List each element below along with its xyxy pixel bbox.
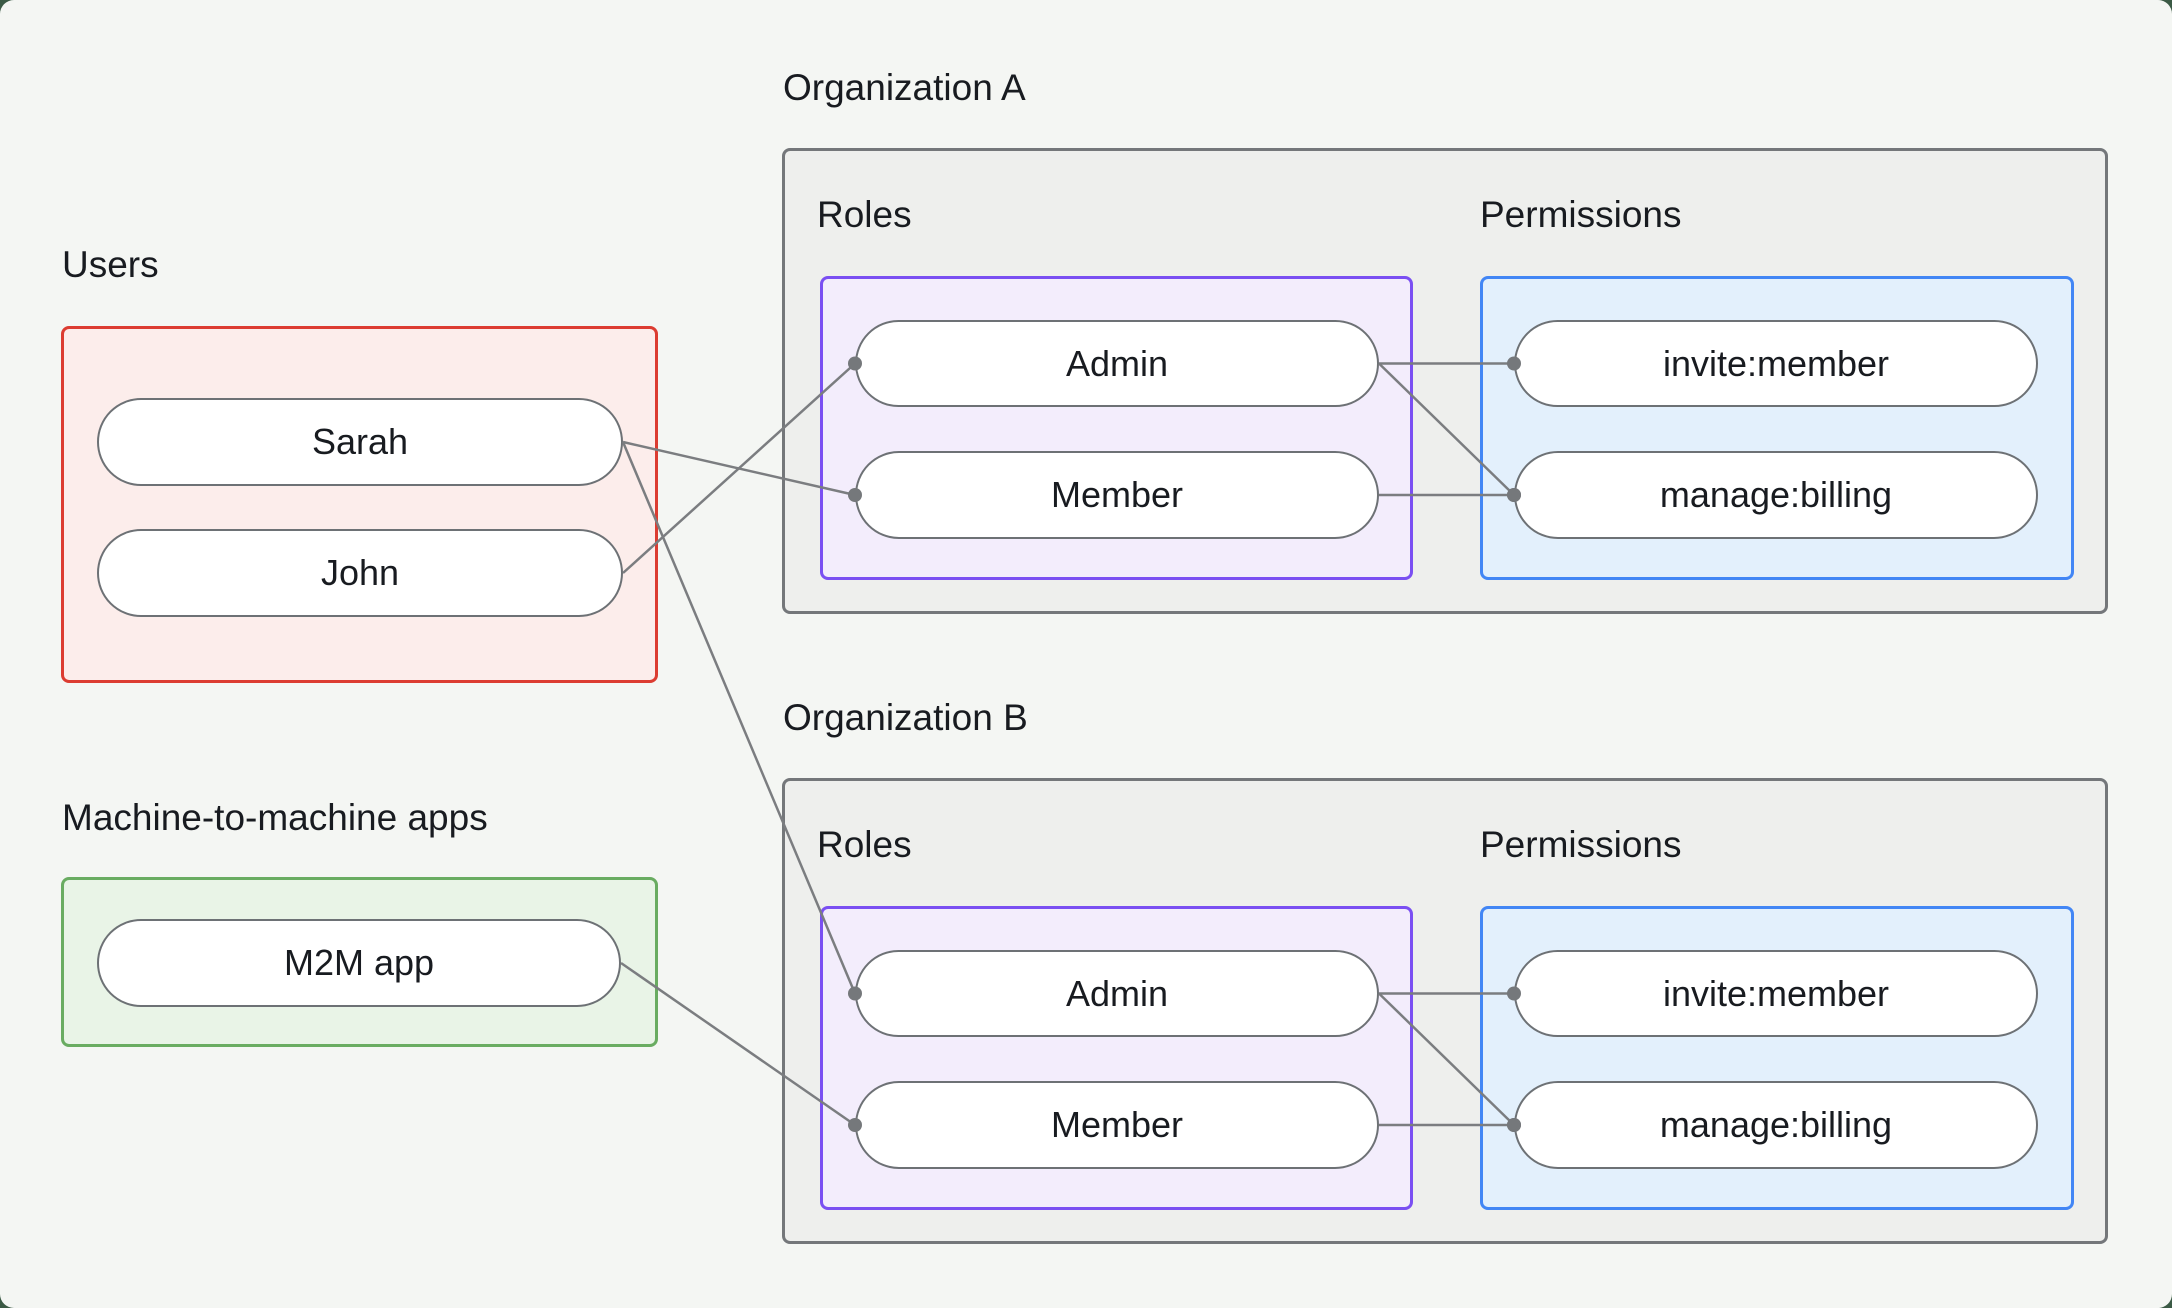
org-b-permissions-label: Permissions <box>1480 824 1682 865</box>
org-a-roles-label: Roles <box>817 194 912 235</box>
pill-manage-b: manage:billing <box>1514 1081 2038 1169</box>
users-group-label: Users <box>62 244 159 285</box>
pill-member-b-label: Member <box>1050 1104 1184 1145</box>
pill-john-label: John <box>320 552 400 593</box>
pill-admin-b: Admin <box>855 950 1379 1037</box>
pill-invite-b: invite:member <box>1514 950 2038 1037</box>
pill-invite-a-label: invite:member <box>1662 342 1890 384</box>
org-a-permissions-label: Permissions <box>1480 194 1682 235</box>
m2m-group-label: Machine-to-machine apps <box>62 797 488 838</box>
org-b-roles-label: Roles <box>817 824 912 865</box>
pill-invite-b-label: invite:member <box>1662 972 1890 1014</box>
pill-manage-b-label: manage:billing <box>1659 1104 1893 1145</box>
pill-admin-b-label: Admin <box>1065 972 1169 1014</box>
pill-m2m: M2M app <box>97 919 621 1007</box>
pill-m2m-label: M2M app <box>283 942 435 983</box>
pill-member-a-label: Member <box>1050 474 1184 515</box>
pill-john: John <box>97 529 623 617</box>
users-box <box>61 326 658 683</box>
pill-invite-a: invite:member <box>1514 320 2038 407</box>
org-b-title: Organization B <box>783 697 1028 738</box>
pill-member-b: Member <box>855 1081 1379 1169</box>
pill-sarah: Sarah <box>97 398 623 486</box>
pill-sarah-label: Sarah <box>311 421 409 462</box>
pill-admin-a-label: Admin <box>1065 342 1169 384</box>
pill-manage-a: manage:billing <box>1514 451 2038 539</box>
pill-member-a: Member <box>855 451 1379 539</box>
pill-admin-a: Admin <box>855 320 1379 407</box>
pill-manage-a-label: manage:billing <box>1659 474 1893 515</box>
org-a-title: Organization A <box>783 67 1026 108</box>
